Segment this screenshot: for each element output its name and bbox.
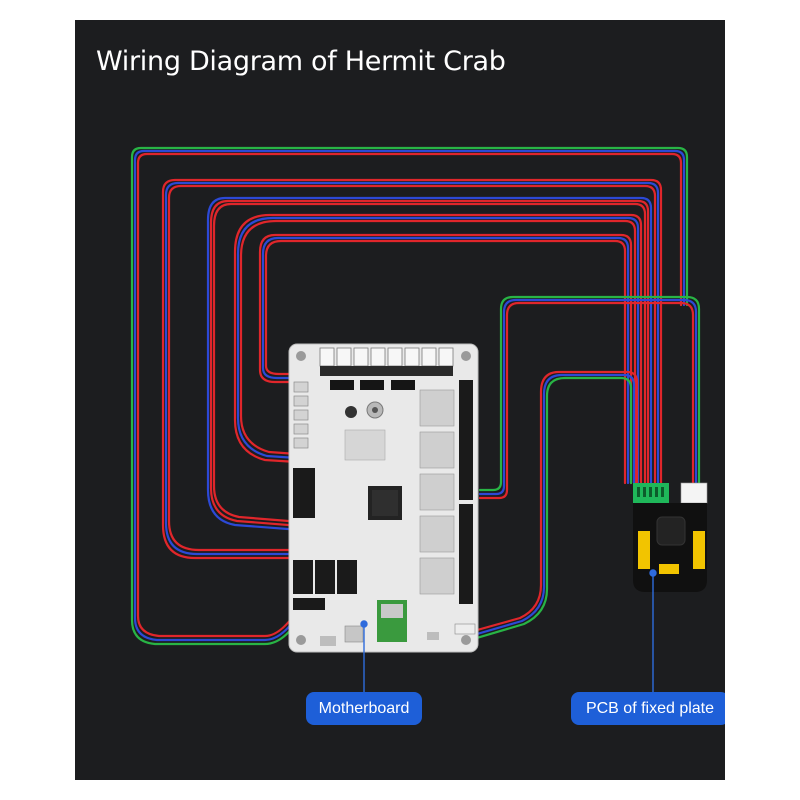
stepper-drivers bbox=[419, 389, 455, 595]
callout-pointers bbox=[360, 569, 657, 692]
diagram-panel: Wiring Diagram of Hermit Crab bbox=[75, 20, 725, 780]
wire-right-loop bbox=[478, 295, 701, 500]
motherboard-label: Motherboard bbox=[306, 692, 422, 725]
wire-loop-2 bbox=[161, 178, 663, 560]
fixed-plate-pcb bbox=[633, 482, 708, 592]
wiring-diagram bbox=[130, 146, 708, 692]
wire-harnesses bbox=[130, 146, 701, 646]
wire-outer-loop bbox=[130, 146, 689, 646]
pcb-label: PCB of fixed plate bbox=[571, 692, 725, 725]
wire-loop-4 bbox=[233, 213, 643, 485]
wire-loop-5 bbox=[258, 233, 633, 485]
motherboard bbox=[288, 343, 479, 653]
wire-loop-3 bbox=[206, 196, 653, 532]
left-connectors bbox=[293, 381, 309, 449]
diagram-title: Wiring Diagram of Hermit Crab bbox=[96, 46, 506, 77]
wire-lower-right-loop bbox=[468, 370, 639, 642]
